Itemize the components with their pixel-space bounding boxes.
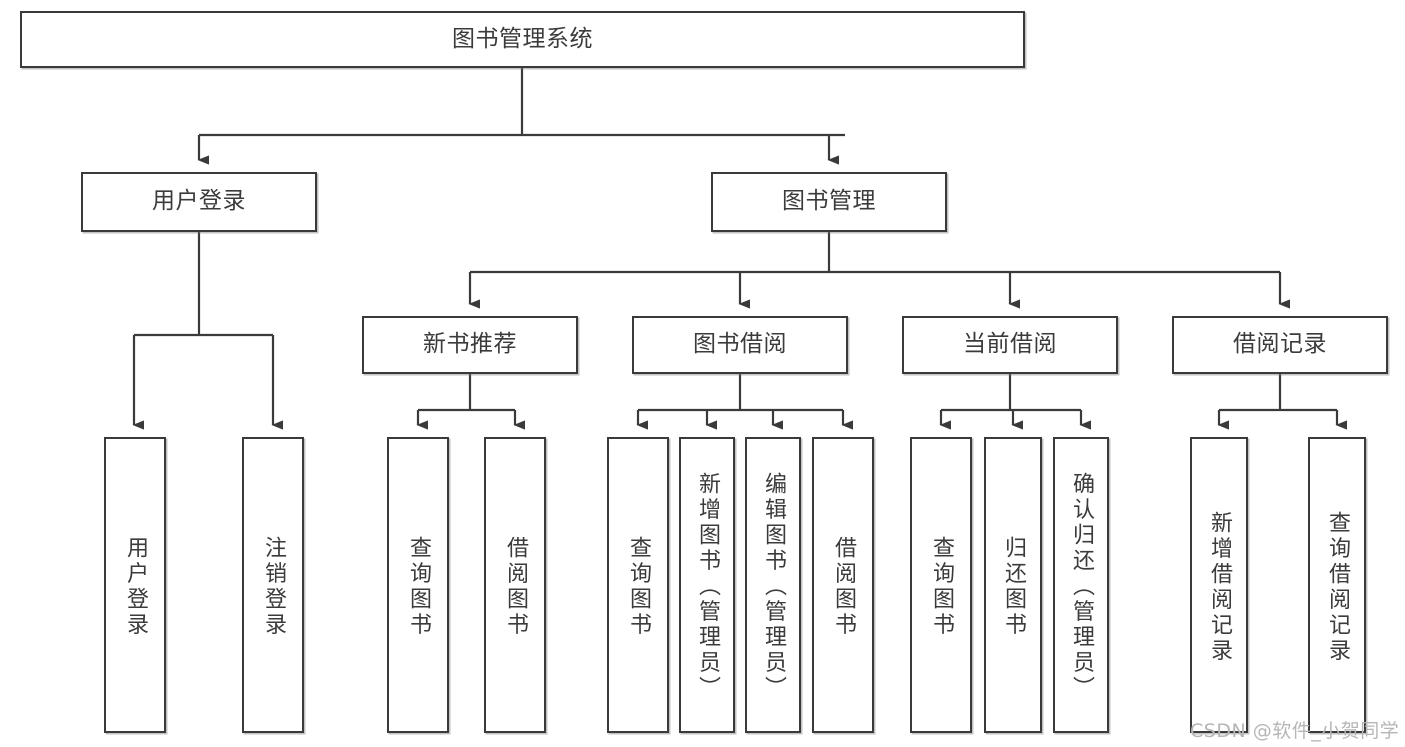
node-book-borrow-label: 图书借阅 bbox=[693, 331, 787, 358]
node-leaf-return-book-label: 归还图书 bbox=[1001, 536, 1026, 638]
node-user-login-label: 用户登录 bbox=[152, 188, 246, 215]
node-current-borrow-label: 当前借阅 bbox=[963, 331, 1057, 358]
node-root[interactable]: 图书管理系统 bbox=[20, 11, 1025, 68]
node-book-manage[interactable]: 图书管理 bbox=[711, 172, 947, 232]
node-borrow-record-label: 借阅记录 bbox=[1233, 331, 1327, 358]
node-leaf-borrow-book-label: 借阅图书 bbox=[831, 536, 856, 638]
node-leaf-add-borrow-record[interactable]: 新增借阅记录 bbox=[1190, 437, 1248, 733]
node-leaf-user-login[interactable]: 用户登录 bbox=[104, 437, 166, 733]
node-leaf-edit-book-admin[interactable]: 编辑图书（管理员） bbox=[745, 437, 801, 733]
node-leaf-add-borrow-record-label: 新增借阅记录 bbox=[1207, 510, 1232, 664]
node-root-label: 图书管理系统 bbox=[452, 25, 593, 52]
node-book-borrow[interactable]: 图书借阅 bbox=[632, 316, 848, 374]
node-leaf-borrow-book-rec[interactable]: 借阅图书 bbox=[484, 437, 546, 733]
node-leaf-user-login-label: 用户登录 bbox=[123, 536, 148, 638]
node-leaf-query-book-cur[interactable]: 查询图书 bbox=[910, 437, 972, 733]
node-new-book-rec[interactable]: 新书推荐 bbox=[362, 316, 578, 374]
node-leaf-query-borrow-record[interactable]: 查询借阅记录 bbox=[1308, 437, 1366, 733]
node-leaf-user-logout-label: 注销登录 bbox=[261, 536, 286, 638]
node-leaf-query-book-cur-label: 查询图书 bbox=[929, 536, 954, 638]
node-leaf-confirm-return-admin-label: 确认归还（管理员） bbox=[1069, 472, 1094, 702]
node-leaf-borrow-book[interactable]: 借阅图书 bbox=[812, 437, 874, 733]
node-borrow-record[interactable]: 借阅记录 bbox=[1172, 316, 1388, 374]
node-leaf-borrow-book-rec-label: 借阅图书 bbox=[503, 536, 528, 638]
node-leaf-add-book-admin[interactable]: 新增图书（管理员） bbox=[679, 437, 735, 733]
node-leaf-return-book[interactable]: 归还图书 bbox=[984, 437, 1042, 733]
node-new-book-rec-label: 新书推荐 bbox=[423, 331, 517, 358]
node-leaf-query-book-borrow[interactable]: 查询图书 bbox=[607, 437, 669, 733]
node-leaf-query-book-rec[interactable]: 查询图书 bbox=[387, 437, 449, 733]
node-leaf-user-logout[interactable]: 注销登录 bbox=[242, 437, 304, 733]
node-leaf-confirm-return-admin[interactable]: 确认归还（管理员） bbox=[1053, 437, 1109, 733]
node-leaf-query-borrow-record-label: 查询借阅记录 bbox=[1325, 510, 1350, 664]
csdn-watermark: CSDN @软件_小贺同学 bbox=[1190, 720, 1400, 742]
node-leaf-add-book-admin-label: 新增图书（管理员） bbox=[695, 472, 720, 702]
node-leaf-query-book-borrow-label: 查询图书 bbox=[626, 536, 651, 638]
node-leaf-query-book-rec-label: 查询图书 bbox=[406, 536, 431, 638]
node-book-manage-label: 图书管理 bbox=[782, 188, 876, 215]
node-user-login[interactable]: 用户登录 bbox=[81, 172, 317, 232]
node-current-borrow[interactable]: 当前借阅 bbox=[902, 316, 1118, 374]
node-leaf-edit-book-admin-label: 编辑图书（管理员） bbox=[761, 472, 786, 702]
